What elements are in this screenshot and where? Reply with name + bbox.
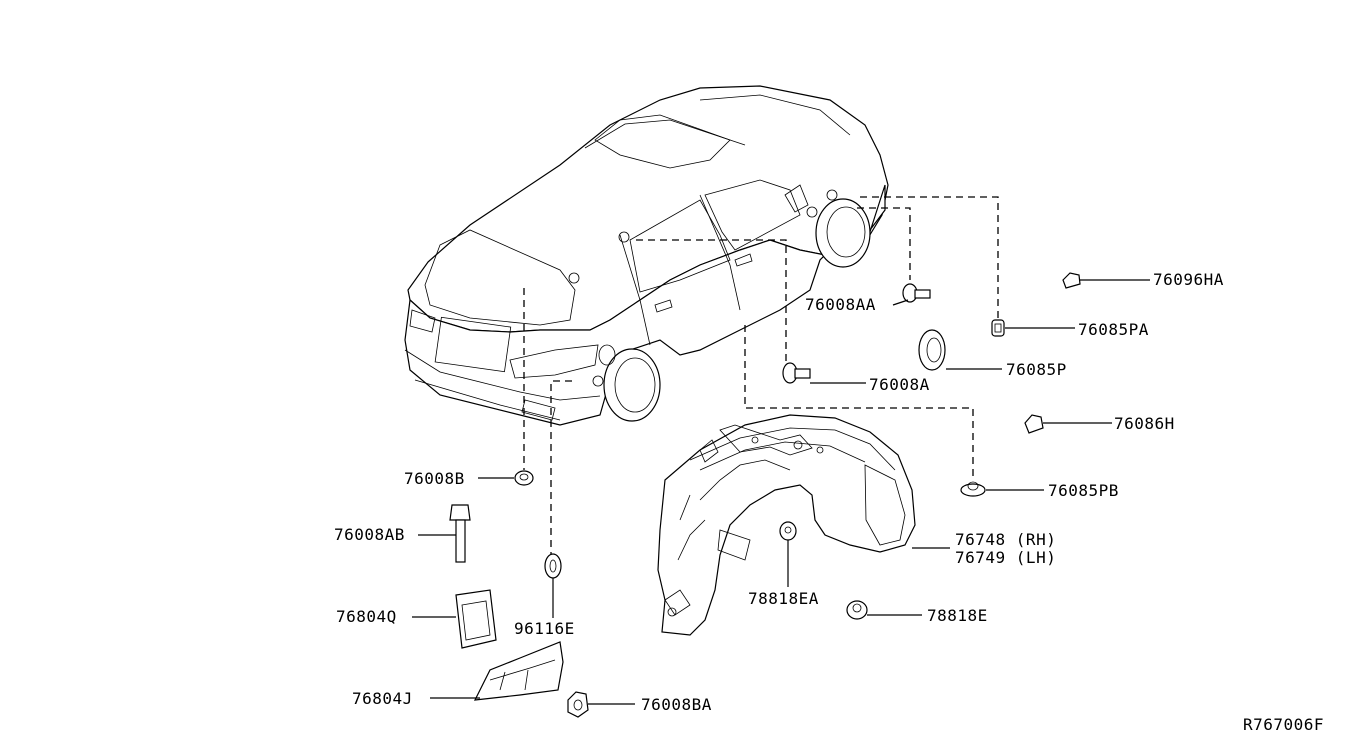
label-76008BA: 76008BA [641,695,712,714]
label-78818EA: 78818EA [748,589,819,608]
leader-lines [412,279,1150,705]
part-76008BA-nut [567,691,589,718]
label-76096HA: 76096HA [1153,270,1224,289]
vehicle-illustration [404,85,889,426]
part-76008B-nut [514,470,534,486]
part-76086H-seal [1024,414,1044,434]
label-76008AB: 76008AB [334,525,405,544]
part-76804J-bracket [473,641,564,701]
label-76008A: 76008A [869,375,930,394]
label-96116E: 96116E [514,619,575,638]
wheel-liner-76748 [657,414,916,636]
part-76008AB-bolt [449,504,471,563]
part-76096HA-seal [1062,272,1081,289]
diagram-id: R767006F [1243,715,1324,734]
label-76085P: 76085P [1006,360,1067,379]
label-76085PA: 76085PA [1078,320,1149,339]
label-78818E: 78818E [927,606,988,625]
label-76749-lh: 76749 (LH) [955,548,1056,567]
part-76085PB-clip [960,481,986,497]
label-76085PB: 76085PB [1048,481,1119,500]
label-76748-rh: 76748 (RH) [955,530,1056,549]
part-76085PA-clip [991,319,1005,337]
label-76008AA: 76008AA [805,295,876,314]
label-76804J: 76804J [352,689,413,708]
part-76804Q-flap [455,589,497,649]
label-76008B: 76008B [404,469,465,488]
part-96116E-grommet [544,553,562,579]
part-76008AA-screw [902,283,931,303]
label-76804Q: 76804Q [336,607,397,626]
dashed-leaders [523,196,999,555]
part-78818E-clip [846,600,868,620]
part-76085P-grommet [918,329,946,371]
part-76008A-screw [782,362,811,384]
label-76086H: 76086H [1114,414,1175,433]
part-78818EA-clip [779,521,797,541]
